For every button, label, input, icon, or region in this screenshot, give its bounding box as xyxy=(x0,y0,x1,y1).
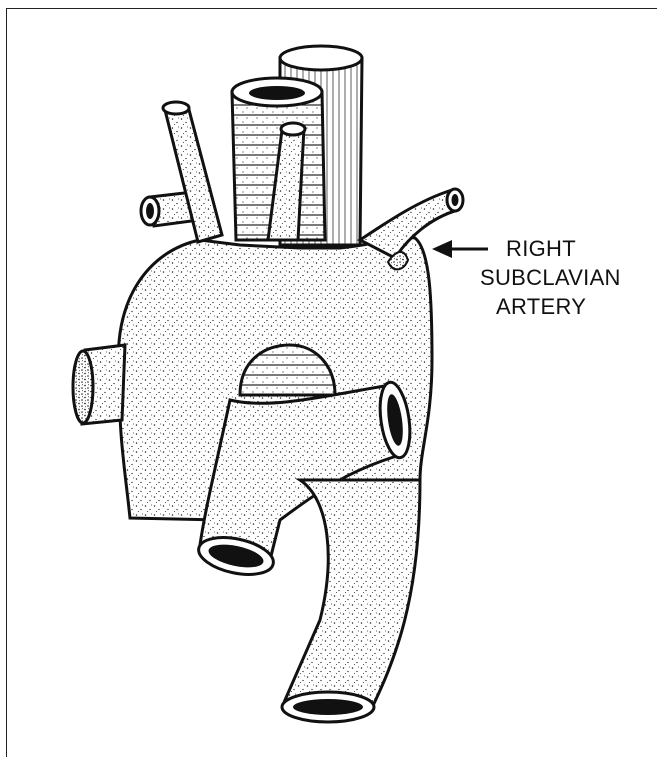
annotation-line-2: SUBCLAVIAN xyxy=(480,265,621,291)
annotation-line-1: RIGHT xyxy=(506,236,576,262)
left-stub-vessel xyxy=(73,345,125,424)
annotation-line-3: ARTERY xyxy=(496,294,586,320)
descending-aorta xyxy=(282,480,420,722)
pointer-arrow xyxy=(432,240,488,258)
